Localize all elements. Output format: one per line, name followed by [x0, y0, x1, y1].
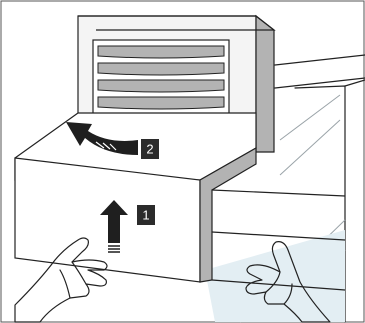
- vent-slat: [97, 45, 225, 59]
- vent-slat: [97, 96, 225, 110]
- hand-icon: [14, 237, 108, 323]
- shadow-area: [205, 230, 345, 322]
- curved-arrow-icon: [66, 122, 138, 155]
- hand-icon: [245, 241, 331, 323]
- step-2-badge: 2: [141, 139, 159, 159]
- step-2-label: 2: [146, 142, 153, 157]
- step-1-label: 1: [142, 208, 149, 223]
- vent-grille-icon: [92, 39, 230, 119]
- step-1-badge: 1: [137, 205, 155, 225]
- vent-slat: [97, 79, 225, 93]
- up-arrow-icon: [100, 200, 128, 253]
- vent-slat: [97, 62, 225, 76]
